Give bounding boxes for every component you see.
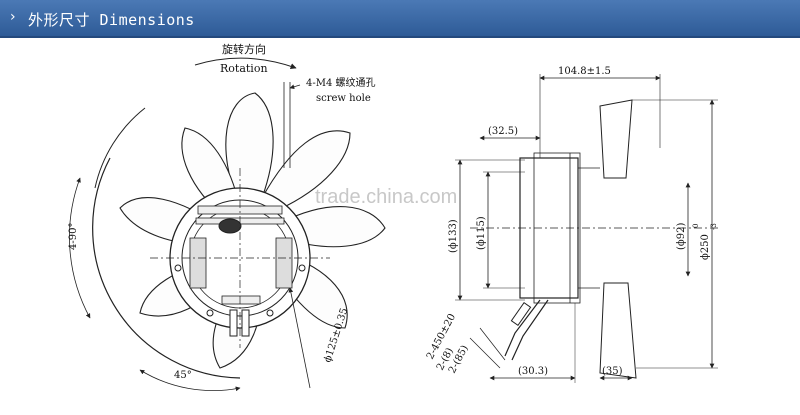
section-title: 外形尺寸 Dimensions [28,11,195,29]
front-view [69,57,386,392]
dim-phi92-label: (ϕ92) [676,223,687,250]
dimension-drawing: 旋转方向 Rotation 4-M4 螺纹通孔 screw hole 4-90°… [0,38,800,411]
screw-hole-en-label: screw hole [316,93,371,104]
rotation-en-label: Rotation [220,62,268,75]
dim-32-5-label: (32.5) [488,126,518,137]
screw-hole-cn-label: 4-M4 螺纹通孔 [306,76,376,89]
tolerance-lower-label: -3 [710,223,718,230]
side-view [455,74,720,383]
depth-label: 104.8±1.5 [558,66,611,77]
watermark-site: trade.china.com [315,186,457,208]
angle-bottom-label: 45° [174,370,192,381]
dim-30-3-label: (30.3) [518,366,548,377]
dim-phi133-label: (ϕ133) [448,219,459,253]
dim-phi115-label: (ϕ115) [476,216,487,250]
chevron-right-icon: › [10,9,16,25]
dim-35-label: (35) [602,366,623,377]
rotation-cn-label: 旋转方向 [222,42,266,56]
angle-left-label: 4-90° [68,223,79,250]
section-header: › 外形尺寸 Dimensions [0,0,800,38]
dim-phi250-label: ϕ250 [700,234,711,260]
tolerance-upper-label: 0 [692,224,700,228]
